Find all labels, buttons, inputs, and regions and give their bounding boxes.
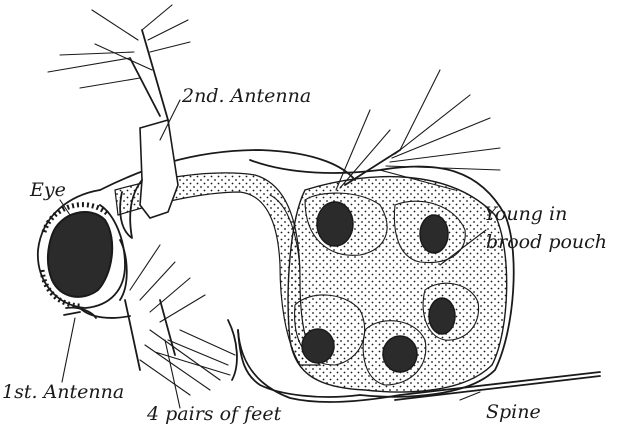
embryo-3 bbox=[429, 298, 455, 334]
embryo-5 bbox=[383, 336, 417, 372]
first-antenna bbox=[64, 308, 96, 318]
eye bbox=[42, 205, 112, 306]
feet bbox=[125, 245, 237, 395]
label-feet: 4 pairs of feet bbox=[146, 403, 282, 425]
label-young-line2: brood pouch bbox=[486, 231, 607, 253]
embryo-4 bbox=[302, 329, 334, 363]
label-first-antenna: 1st. Antenna bbox=[2, 381, 124, 403]
label-young-line1: Young in bbox=[484, 203, 567, 225]
embryo-2 bbox=[420, 215, 448, 253]
label-spine: Spine bbox=[486, 401, 541, 423]
label-second-antenna: 2nd. Antenna bbox=[181, 85, 311, 107]
label-eye: Eye bbox=[29, 179, 66, 201]
embryo-1 bbox=[317, 202, 353, 246]
